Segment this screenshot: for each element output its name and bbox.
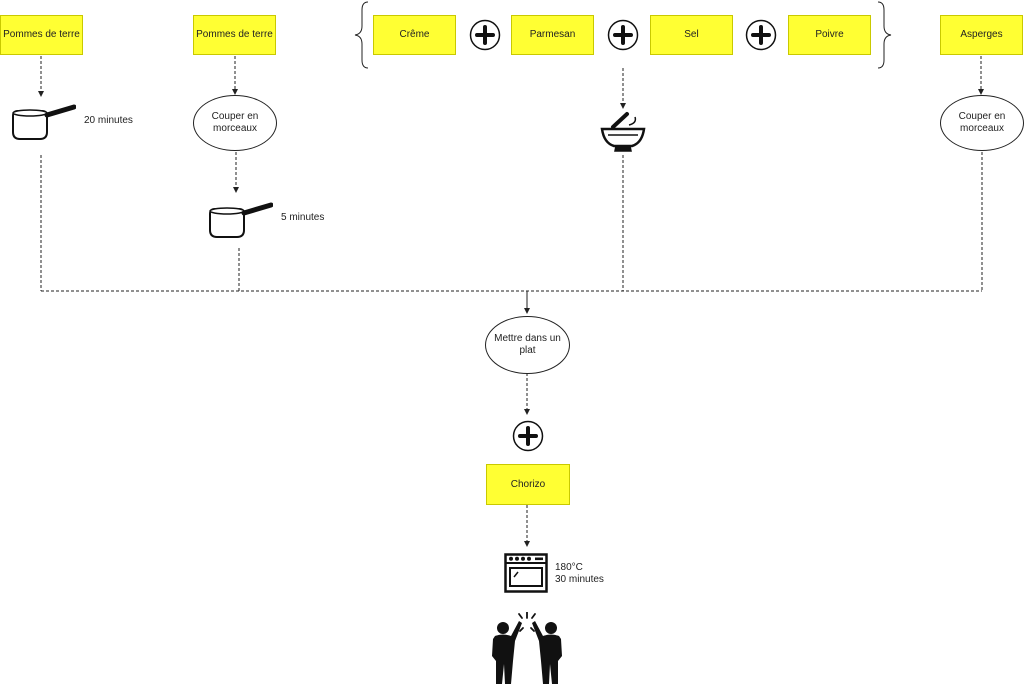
oven-icon [504,553,548,593]
ingredient-poivre[interactable]: Poivre [788,15,871,55]
ingredient-sel[interactable]: Sel [650,15,733,55]
plus-icon [469,19,501,51]
plus-icon [512,420,544,452]
oven-temperature: 180°C [555,562,583,573]
ingredient-chorizo[interactable]: Chorizo [486,464,570,505]
ingredient-parmesan[interactable]: Parmesan [511,15,594,55]
plus-icon [607,19,639,51]
high-five-icon [492,612,562,684]
ingredient-pommes-de-terre-2[interactable]: Pommes de terre [193,15,276,55]
plus-icon [745,19,777,51]
ingredient-creme[interactable]: Crême [373,15,456,55]
left-brace [354,1,369,69]
step-mettre-dans-un-plat[interactable]: Mettre dans un plat [485,316,570,374]
mortar-pestle-icon [600,112,646,152]
saucepan-icon [209,202,273,238]
oven-duration: 30 minutes [555,574,604,585]
right-brace [877,1,892,69]
cooking-time-1: 20 minutes [84,115,133,126]
step-couper-2[interactable]: Couper en morceaux [940,95,1024,151]
ingredient-asperges[interactable]: Asperges [940,15,1023,55]
ingredient-pommes-de-terre-1[interactable]: Pommes de terre [0,15,83,55]
cooking-time-2: 5 minutes [281,212,325,223]
step-couper-1[interactable]: Couper en morceaux [193,95,277,151]
saucepan-icon [12,104,76,140]
